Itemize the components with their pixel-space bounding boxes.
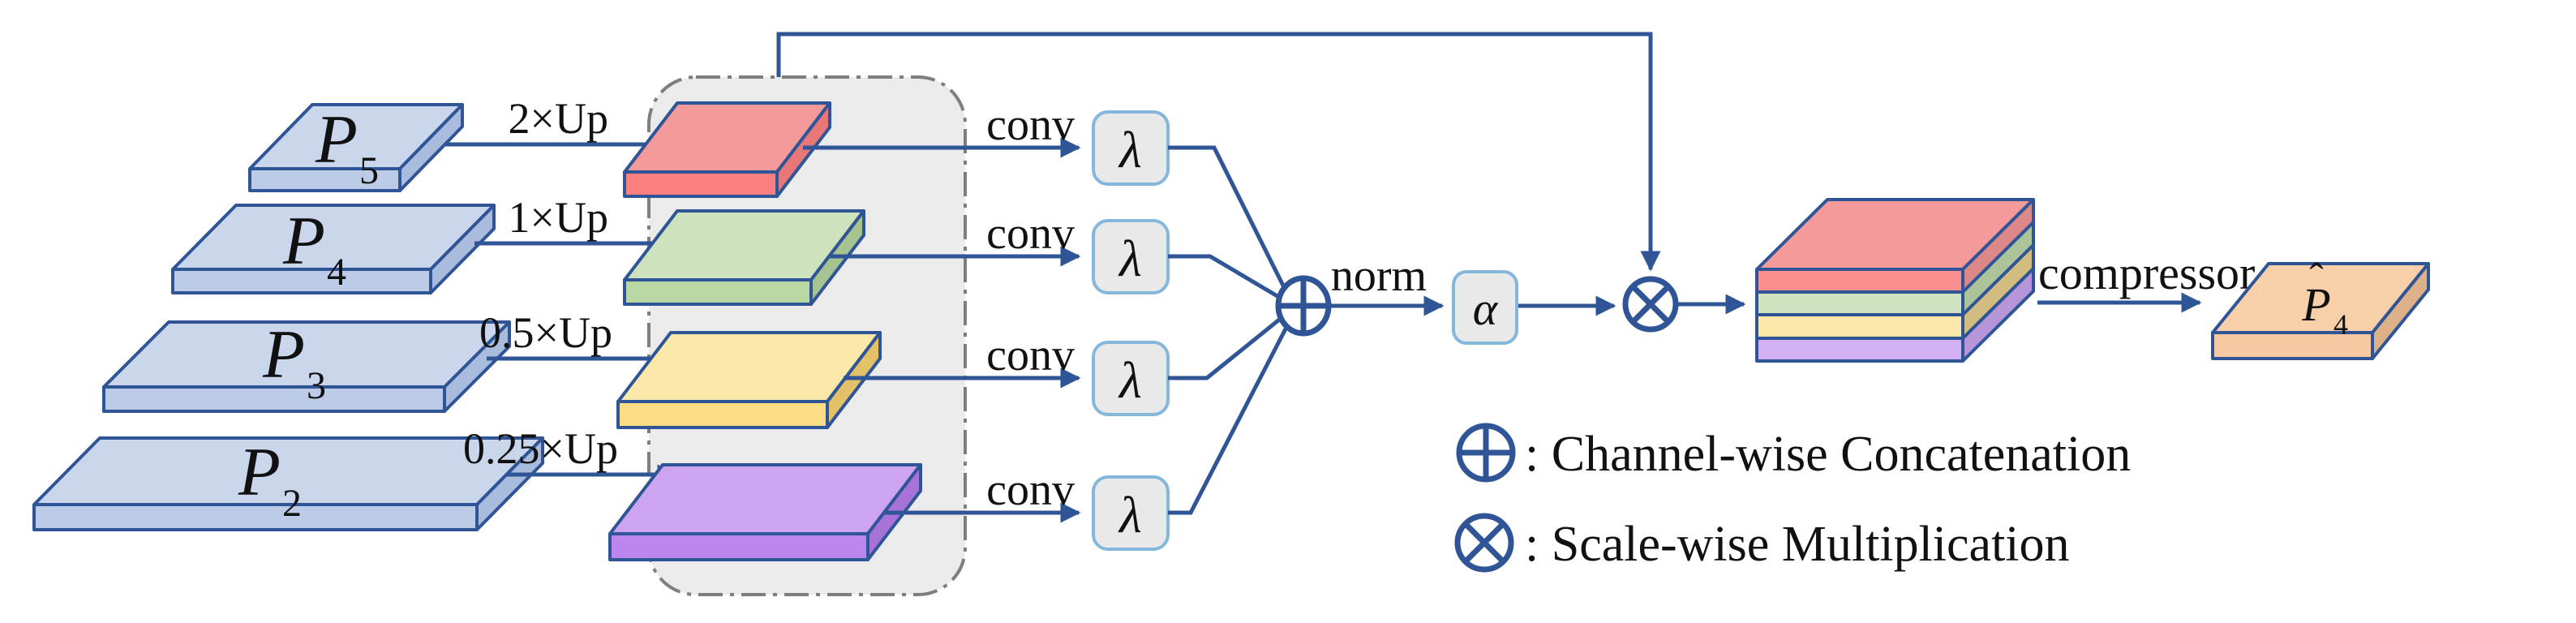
legend-plus-cross xyxy=(1459,426,1513,479)
upsample-arrows: 2×Up 1×Up 0.5×Up 0.25×Up xyxy=(444,94,678,485)
green-front-face xyxy=(623,278,813,306)
conv-label-4: conv xyxy=(986,465,1075,515)
circle-times-cross xyxy=(1630,284,1671,324)
purple-front-face xyxy=(608,532,869,561)
input-pyramid: P 5 P 4 P 3 P 2 xyxy=(32,101,544,531)
upsample-label-p2: 0.25×Up xyxy=(463,424,618,473)
resampled-feature-slabs xyxy=(608,101,922,561)
conv-label-1: conv xyxy=(986,100,1075,150)
stack-front-red xyxy=(1755,268,1964,294)
output-label: P xyxy=(2301,278,2330,331)
lambda-label-2: λ xyxy=(1118,230,1142,287)
p3-subscript: 3 xyxy=(307,364,326,407)
lambda-label-4: λ xyxy=(1118,486,1142,544)
conv-arrows: conv conv conv conv xyxy=(803,100,1081,523)
legend: : Channel-wise Concatenation : Scale-wis… xyxy=(1454,423,2131,573)
red-front-face xyxy=(623,170,779,198)
concat-connectors xyxy=(1168,145,1295,515)
input-slab-p3: P 3 xyxy=(102,316,511,413)
resampled-slab-yellow xyxy=(616,331,882,429)
alpha-label: α xyxy=(1473,282,1499,335)
legend-item-multiply: : Scale-wise Multiplication xyxy=(1454,513,2070,573)
upsample-label-p5: 2×Up xyxy=(509,94,608,143)
output-slab: ˆ P 4 xyxy=(2211,256,2430,360)
input-slab-p4: P 4 xyxy=(171,203,496,294)
p3-side-face xyxy=(443,320,511,413)
p2-label: P xyxy=(238,434,281,510)
p2-subscript: 2 xyxy=(282,482,302,525)
concatenated-stack xyxy=(1755,198,2035,363)
p4-subscript: 4 xyxy=(327,251,346,294)
feedback-connector xyxy=(776,32,1661,272)
conv-label-2: conv xyxy=(986,208,1075,259)
yellow-front-face xyxy=(616,400,829,429)
input-slab-p2: P 2 xyxy=(32,434,544,531)
resampled-slab-green xyxy=(623,209,865,306)
lambda-label-1: λ xyxy=(1118,121,1142,178)
p5-side-face xyxy=(398,103,464,192)
concat-connector-4 xyxy=(1168,313,1295,515)
upsample-label-p3: 0.5×Up xyxy=(479,308,612,357)
output-hat: ˆ xyxy=(2309,256,2323,302)
upsample-label-p4: 1×Up xyxy=(509,193,608,242)
legend-times-cross xyxy=(1463,522,1505,564)
output-side-face xyxy=(2371,262,2430,360)
p5-label: P xyxy=(315,101,358,178)
concat-connector-1 xyxy=(1168,145,1292,300)
resampled-slab-purple xyxy=(608,463,922,561)
norm-label: norm xyxy=(1331,251,1427,301)
p5-subscript: 5 xyxy=(359,149,379,192)
legend-concat-text: : Channel-wise Concatenation xyxy=(1525,427,2131,482)
p3-label: P xyxy=(262,316,305,393)
legend-multiply-text: : Scale-wise Multiplication xyxy=(1525,517,2070,572)
p4-label: P xyxy=(282,203,325,279)
output-subscript: 4 xyxy=(2333,308,2348,341)
input-slab-p5: P 5 xyxy=(248,101,464,192)
alpha-box xyxy=(1452,270,1518,345)
compressor-label: compressor xyxy=(2038,247,2255,299)
p4-side-face xyxy=(429,204,496,294)
stack-front-yellow xyxy=(1755,313,1964,340)
conv-label-3: conv xyxy=(986,330,1075,380)
lambda-weight-boxes: λ λ λ λ xyxy=(1092,110,1170,551)
stack-front-purple xyxy=(1755,337,1964,363)
stack-front-green xyxy=(1755,290,1964,316)
concat-connector-3 xyxy=(1168,308,1293,380)
scale-multiply-node xyxy=(1622,276,1679,333)
channel-concat-node xyxy=(1275,275,1332,337)
legend-item-concat: : Channel-wise Concatenation xyxy=(1456,423,2131,483)
output-front-face xyxy=(2211,331,2374,360)
concat-connector-2 xyxy=(1168,254,1291,306)
alpha-weight-box: α xyxy=(1452,270,1518,345)
circle-plus-cross xyxy=(1278,278,1329,333)
lambda-label-3: λ xyxy=(1118,351,1142,409)
stack-side-purple xyxy=(1961,267,2035,363)
p2-side-face xyxy=(475,436,544,531)
